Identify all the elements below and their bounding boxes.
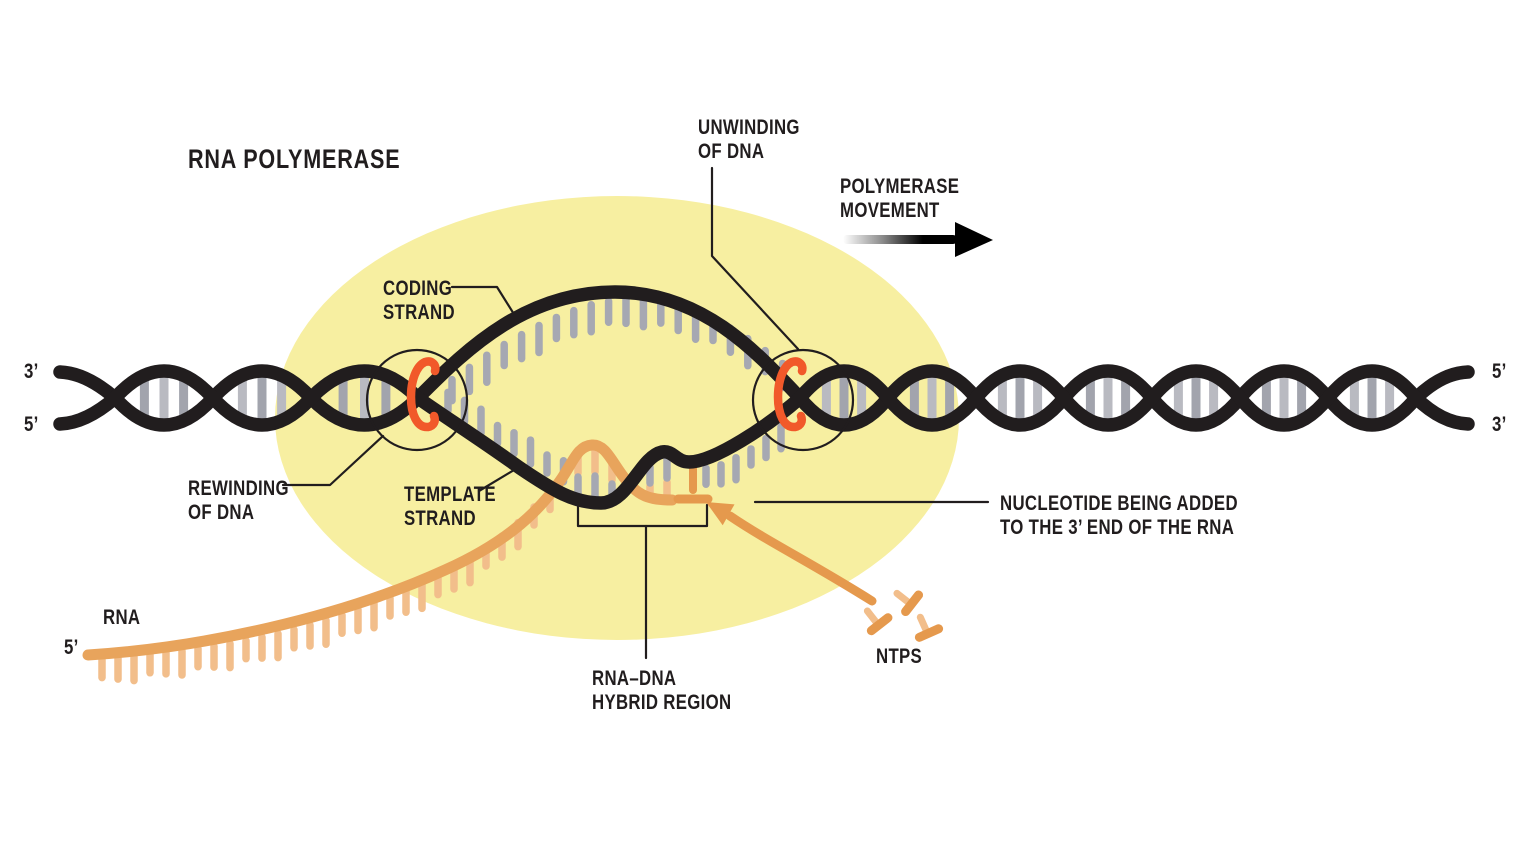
hybrid-region-bracket [576, 503, 709, 528]
dna-base-pair-rungs [139, 371, 1395, 425]
rewinding-circle [365, 348, 469, 452]
coding-strand-leader-line [450, 285, 519, 321]
dna-end-right-top: 5’ [1492, 360, 1507, 383]
dna-end-right-bottom: 3’ [1492, 413, 1507, 436]
unwinding-rotation-icon [773, 357, 807, 432]
label-nucleotide-addition: NUCLEOTIDE BEING ADDED TO THE 3’ END OF … [1000, 492, 1238, 540]
label-hybrid-region: RNA–DNA HYBRID REGION [592, 667, 732, 715]
unwinding-circle [751, 348, 855, 452]
label-rna: RNA [103, 606, 141, 629]
label-polymerase-movement: POLYMERASE MOVEMENT [840, 175, 960, 223]
ntp-arrow [706, 502, 877, 606]
page-title: RNA POLYMERASE [188, 144, 401, 174]
dna-end-left-top: 3’ [24, 360, 39, 383]
coding-strand [53, 285, 1475, 432]
rewinding-leader-line [281, 434, 385, 487]
rna-strand [82, 439, 678, 661]
ntp-molecules [863, 589, 944, 642]
ntp-icon [863, 607, 893, 636]
label-template-strand: TEMPLATE STRAND [404, 483, 496, 531]
rna-end-five-prime: 5’ [64, 636, 79, 659]
label-coding-strand: CODING STRAND [383, 277, 455, 325]
label-rewinding: REWINDING OF DNA [188, 477, 289, 525]
rna-polymerase-body [275, 196, 959, 640]
label-unwinding: UNWINDING OF DNA [698, 116, 800, 164]
dna-end-left-bottom: 5’ [24, 413, 39, 436]
ntp-icon [914, 613, 944, 642]
unwinding-leader-line [710, 166, 800, 351]
incoming-nucleotide [673, 464, 713, 504]
rewinding-rotation-icon [406, 357, 440, 432]
label-ntps: NTPS [876, 645, 923, 668]
ntp-icon [893, 589, 924, 617]
polymerase-movement-arrow [843, 222, 993, 257]
